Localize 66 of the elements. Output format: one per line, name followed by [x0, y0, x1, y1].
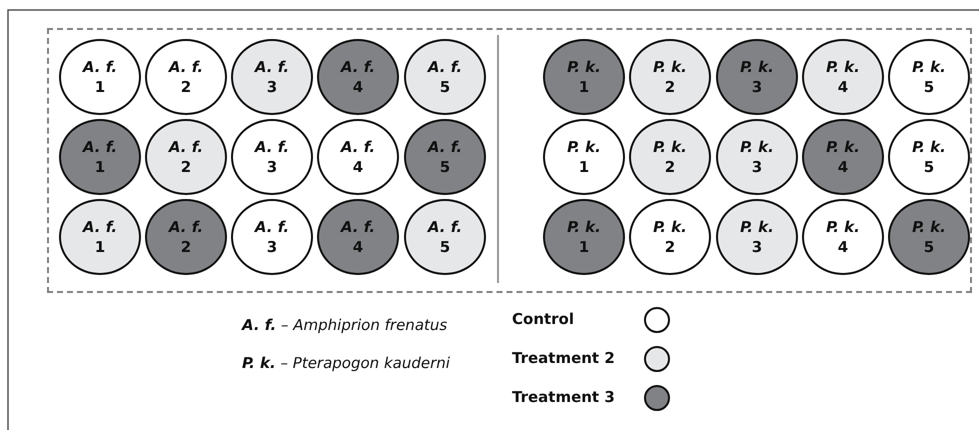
legend-text: Treatment 3 [512, 388, 615, 406]
replicate-number: 1 [94, 77, 106, 97]
species-abbreviation: P. k. [653, 57, 687, 77]
species-abbreviation: P. k. [826, 137, 860, 157]
species-abbreviation: A. f. [168, 57, 204, 77]
replicate-number: 4 [838, 237, 848, 257]
species-abbreviation: A. f. [340, 217, 376, 237]
species-abbreviation: A. f. [82, 217, 118, 237]
replicate-number: 2 [180, 157, 192, 177]
dashed-group-box [47, 28, 972, 293]
replicate-number: 5 [924, 77, 934, 97]
replicate-number: 2 [180, 77, 192, 97]
species-abbreviation: P. k. [740, 57, 774, 77]
replicate-number: 1 [578, 77, 590, 97]
species-abbreviation: P. k. [912, 217, 946, 237]
replicate-number: 2 [664, 77, 676, 97]
replicate-number: 2 [180, 237, 192, 257]
replicate-number: 5 [924, 157, 934, 177]
species-abbreviation: A. f. [428, 217, 462, 237]
species-abbreviation: P. k. [567, 57, 601, 77]
replicate-number: 4 [838, 77, 848, 97]
species-abbreviation: P. k. [912, 137, 946, 157]
replicate-number: 5 [440, 77, 450, 97]
species-abbreviation: A. f. [254, 217, 290, 237]
replicate-number: 1 [578, 157, 590, 177]
species-abbreviation: A. f. [428, 137, 462, 157]
replicate-number: 3 [266, 157, 278, 177]
species-key-text: A. f. – Amphiprion frenatus [242, 316, 448, 334]
species-abbreviation: P. k. [912, 57, 946, 77]
legend-text: Treatment 2 [512, 349, 615, 367]
replicate-number: 2 [664, 237, 676, 257]
replicate-number: 3 [752, 157, 762, 177]
replicate-number: 4 [352, 157, 364, 177]
replicate-number: 4 [352, 77, 364, 97]
replicate-number: 1 [94, 157, 106, 177]
replicate-number: 4 [352, 237, 364, 257]
replicate-number: 3 [752, 77, 762, 97]
species-abbreviation: A. f. [254, 137, 290, 157]
replicate-number: 1 [578, 237, 590, 257]
replicate-number: 3 [752, 237, 762, 257]
species-abbreviation: P. k. [826, 217, 860, 237]
replicate-number: 2 [664, 157, 676, 177]
species-abbreviation: P. k. [567, 137, 601, 157]
species-abbreviation: A. f. [340, 137, 376, 157]
species-abbreviation: P. k. [653, 137, 687, 157]
species-abbreviation: P. k. [567, 217, 601, 237]
species-abbreviation: A. f. [340, 57, 376, 77]
replicate-number: 3 [266, 237, 278, 257]
species-abbreviation: P. k. [826, 57, 860, 77]
species-abbreviation: P. k. [740, 217, 774, 237]
replicate-number: 3 [266, 77, 278, 97]
species-abbreviation: A. f. [168, 217, 204, 237]
species-abbreviation: A. f. [254, 57, 290, 77]
species-abbreviation: A. f. [82, 57, 118, 77]
legend-text: Control [512, 310, 574, 328]
replicate-number: 5 [440, 157, 450, 177]
species-abbreviation: P. k. [653, 217, 687, 237]
species-abbreviation: A. f. [428, 57, 462, 77]
species-abbreviation: A. f. [168, 137, 204, 157]
replicate-number: 5 [440, 237, 450, 257]
species-abbreviation: A. f. [82, 137, 118, 157]
species-abbreviation: P. k. [740, 137, 774, 157]
replicate-number: 5 [924, 237, 934, 257]
replicate-number: 4 [838, 157, 848, 177]
species-key-text: P. k. – Pterapogon kauderni [242, 354, 450, 372]
replicate-number: 1 [94, 237, 106, 257]
